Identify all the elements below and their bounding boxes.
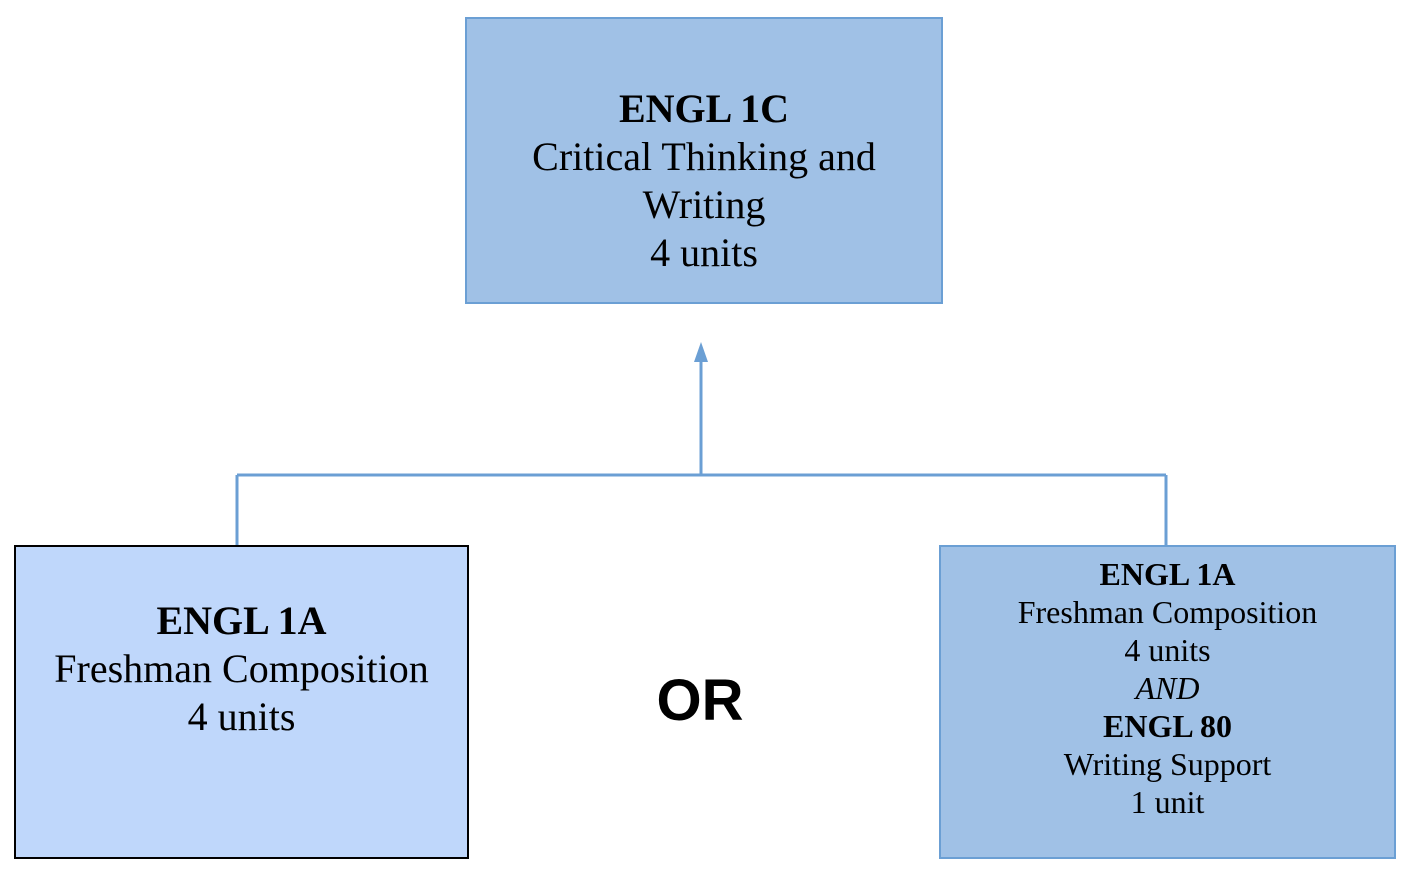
and-conjunction: AND xyxy=(1135,670,1200,706)
course-title-line-2: Writing xyxy=(642,182,766,227)
course-code: ENGL 1A xyxy=(156,598,327,643)
arrow-head-icon xyxy=(694,342,708,362)
course-box-engl-1a-and-engl-80: ENGL 1A Freshman Composition 4 units AND… xyxy=(939,545,1396,859)
course-2-units: 1 unit xyxy=(1130,784,1205,820)
course-1-title: Freshman Composition xyxy=(1017,594,1318,630)
course-code: ENGL 1C xyxy=(618,86,790,131)
course-2-code: ENGL 80 xyxy=(1103,708,1232,744)
course-1-units: 4 units xyxy=(1124,632,1211,668)
or-label: OR xyxy=(656,668,744,733)
course-1-code: ENGL 1A xyxy=(1099,556,1236,592)
course-title: Freshman Composition xyxy=(54,646,429,691)
course-box-engl-1a: ENGL 1A Freshman Composition 4 units xyxy=(14,545,469,859)
course-units: 4 units xyxy=(650,230,758,275)
course-title-line-1: Critical Thinking and xyxy=(532,134,876,179)
course-box-engl-1c: ENGL 1C Critical Thinking and Writing 4 … xyxy=(465,17,943,304)
course-units: 4 units xyxy=(187,694,296,739)
course-2-title: Writing Support xyxy=(1063,746,1272,782)
